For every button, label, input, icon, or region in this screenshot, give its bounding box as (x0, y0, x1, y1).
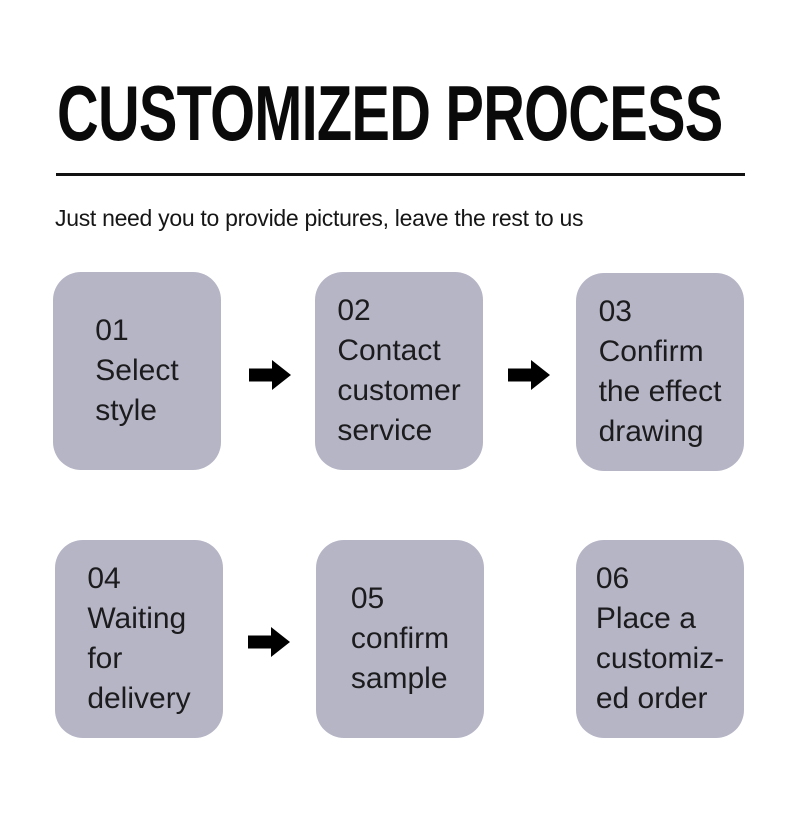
title-divider (56, 173, 745, 176)
step-box-01: 01 Select style (53, 272, 221, 470)
step-box-02: 02 Contact customer service (315, 272, 483, 470)
step-label: confirm sample (350, 622, 450, 695)
step-text: 01 Select style (95, 311, 178, 431)
arrow-right-icon (249, 360, 291, 390)
step-box-06: 06 Place a customiz- ed order (576, 540, 744, 738)
step-number: 06 (595, 562, 630, 595)
step-label: Confirm the effect drawing (598, 335, 722, 448)
step-text: 02 Contact customer service (337, 291, 460, 451)
page-subtitle: Just need you to provide pictures, leave… (55, 205, 584, 231)
step-number: 01 (95, 314, 129, 347)
step-number: 05 (350, 582, 385, 615)
step-label: Contact customer service (337, 334, 461, 447)
step-box-03: 03 Confirm the effect drawing (576, 273, 744, 471)
step-box-05: 05 confirm sample (316, 540, 484, 738)
step-label: Place a customiz- ed order (595, 602, 725, 715)
arrow-right-icon (248, 627, 290, 657)
step-text: 05 confirm sample (351, 579, 449, 699)
page-title: CUSTOMIZED PROCESS (57, 69, 723, 157)
step-text: 03 Confirm the effect drawing (599, 292, 722, 452)
arrow-right-icon (508, 360, 550, 390)
step-label: Waiting for delivery (87, 602, 191, 715)
step-box-04: 04 Waiting for delivery (55, 540, 223, 738)
step-number: 02 (337, 294, 371, 327)
step-label: Select style (95, 354, 179, 427)
step-text: 06 Place a customiz- ed order (596, 559, 724, 719)
step-text: 04 Waiting for delivery (87, 559, 190, 719)
step-number: 03 (598, 295, 632, 328)
step-number: 04 (87, 562, 121, 595)
